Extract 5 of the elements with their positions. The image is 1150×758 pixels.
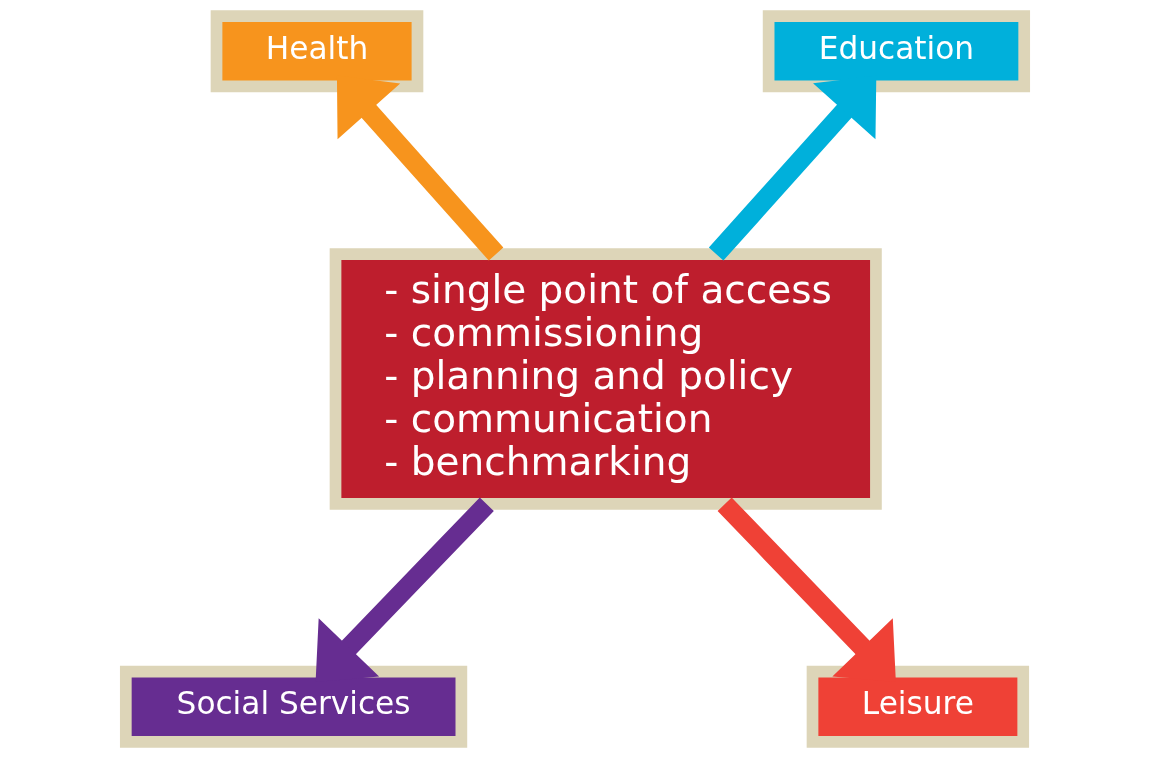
node-box: - single point of access - commissioning - planning and policy - communication - benchmarking	[329, 248, 882, 510]
node-box: Leisure	[806, 665, 1030, 748]
node-box: Education	[762, 10, 1031, 93]
node-box: Social Services	[119, 665, 468, 748]
node-box: Health	[210, 10, 424, 93]
